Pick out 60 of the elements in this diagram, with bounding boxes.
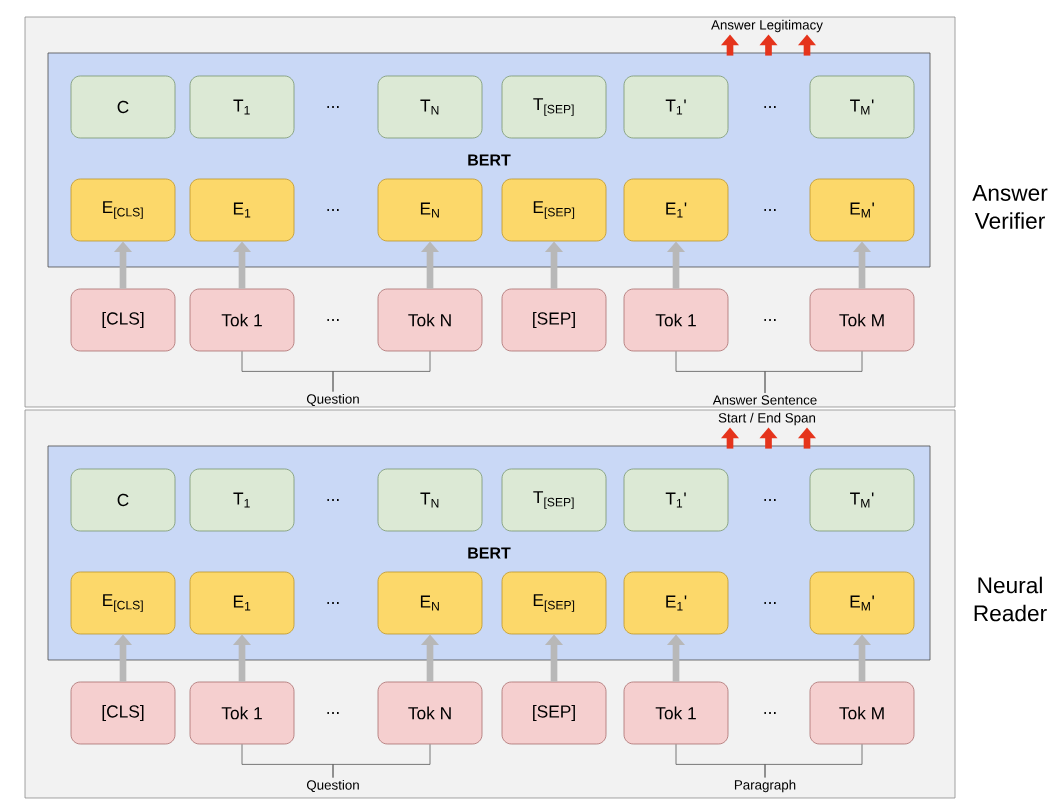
embedding-box: E$_{[CLS]}$ [70,178,176,242]
output-box: T$_{1}$ [189,468,295,532]
ellipsis: ... [764,106,776,108]
output-box: T$_{M}$' [809,468,915,532]
side-label: Answer Verifier [972,185,1048,229]
ellipsis: ... [327,106,339,108]
ellipsis: ... [327,499,339,501]
output-box: T$_{M}$' [809,75,915,139]
token-box: [CLS] [70,288,176,352]
ellipsis: ... [327,712,339,714]
ellipsis: ... [327,319,339,321]
output-box: T$_{N}$ [377,75,483,139]
output-box: T$_{[SEP]}$ [501,468,607,532]
token-box: Tok N [377,288,483,352]
ellipsis: ... [764,712,776,714]
bracket-label: Question [306,779,359,793]
ellipsis: ... [764,602,776,604]
bracket-line [332,744,431,779]
embedding-box: E$_{N}$ [377,178,483,242]
ellipsis: ... [764,499,776,501]
bracket-line [764,351,863,394]
token-box: [SEP] [501,288,607,352]
embedding-box: E$_{M}$' [809,178,915,242]
ellipsis: ... [327,602,339,604]
output-box: T$_{N}$ [377,468,483,532]
bracket-label: Question [306,393,359,407]
embedding-box: E$_{M}$' [809,571,915,635]
bracket-line [332,351,431,393]
output-label: Answer Legitimacy [711,19,823,33]
token-box: Tok M [809,288,915,352]
output-box: T$_{1}$' [623,75,729,139]
embedding-box: E$_{N}$ [377,571,483,635]
token-box: Tok N [377,681,483,745]
embedding-box: E$_{1}$ [189,178,295,242]
token-box: Tok 1 [623,288,729,352]
embedding-box: E$_{1}$' [623,178,729,242]
output-box: T$_{[SEP]}$ [501,75,607,139]
output-box: T$_{1}$' [623,468,729,532]
bracket-label: Answer Sentence [712,395,817,405]
embedding-box: E$_{1}$ [189,571,295,635]
token-box: Tok M [809,681,915,745]
embedding-box: E$_{[CLS]}$ [70,571,176,635]
ellipsis: ... [764,209,776,211]
side-label: Neural Reader [974,576,1047,622]
output-label: Start / End Span [718,412,816,426]
embedding-box: E$_{1}$' [623,571,729,635]
ellipsis: ... [327,209,339,211]
embedding-box: E$_{[SEP]}$ [501,571,607,635]
token-box: Tok 1 [189,681,295,745]
token-box: Tok 1 [623,681,729,745]
output-box: C [70,75,176,139]
ellipsis: ... [764,319,776,321]
token-box: Tok 1 [189,288,295,352]
token-box: [CLS] [70,681,176,745]
bracket-line [764,744,863,778]
embedding-box: E$_{[SEP]}$ [501,178,607,242]
output-box: T$_{1}$ [189,75,295,139]
bracket-label: Paragraph [734,779,796,793]
token-box: [SEP] [501,681,607,745]
output-box: C [70,468,176,532]
